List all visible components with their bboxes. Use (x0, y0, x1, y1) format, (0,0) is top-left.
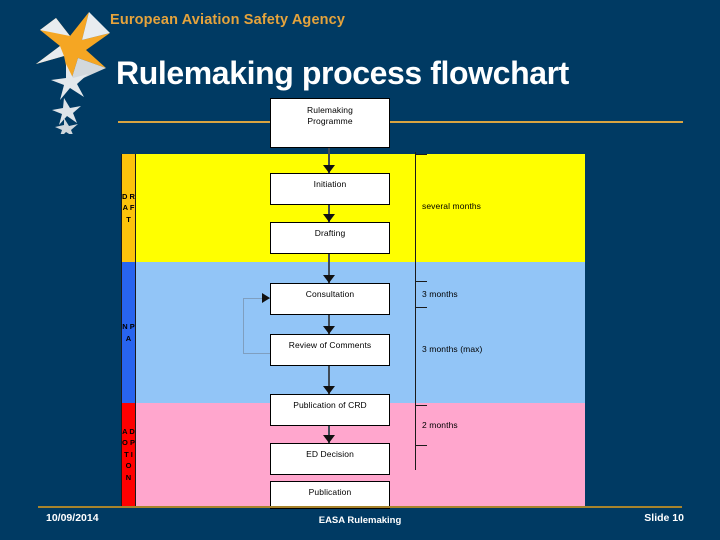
arrowhead-icon (323, 275, 335, 283)
page-title: Rulemaking process flowchart (116, 55, 569, 91)
footer-date: 10/09/2014 (46, 512, 99, 524)
flow-box-label: Publication of CRD (293, 400, 367, 410)
footer-subject: EASA Rulemaking (318, 515, 402, 526)
timeline-axis (415, 152, 416, 470)
flow-box-label: Consultation (305, 289, 355, 299)
arrowhead-icon (323, 214, 335, 222)
phase-stripe-adoption: A D O P T I O N (121, 403, 136, 506)
flow-box-label: Review of Comments (288, 340, 372, 350)
phase-label-npa: N P A (122, 322, 135, 343)
timeline-tick (415, 445, 427, 446)
organization-name: European Aviation Safety Agency (110, 12, 346, 28)
arrowhead-icon (323, 165, 335, 173)
flow-box-label-line1: Rulemaking (307, 105, 353, 115)
flow-box-publication[interactable]: Publication (270, 481, 390, 509)
timeline-tick (415, 281, 427, 282)
connector-drafting-consultation (328, 254, 330, 284)
flow-box-label: Publication (308, 487, 352, 497)
connector-review-crd (328, 366, 330, 395)
timeline-tick (415, 307, 427, 308)
easa-logo (36, 12, 110, 134)
flow-box-initiation[interactable]: Initiation (270, 173, 390, 205)
arrowhead-icon (323, 326, 335, 334)
feedback-arrowhead-icon (262, 293, 270, 303)
timeline-tick (415, 154, 427, 155)
phase-stripe-npa: N P A (121, 262, 136, 403)
timeline-label-three-months: 3 months (422, 289, 458, 299)
flow-box-publication-of-crd[interactable]: Publication of CRD (270, 394, 390, 426)
flow-box-consultation[interactable]: Consultation (270, 283, 390, 315)
flow-box-ed-decision[interactable]: ED Decision (270, 443, 390, 475)
phase-stripe-draft: D R A F T (121, 154, 136, 262)
arrowhead-icon (323, 386, 335, 394)
flow-box-rulemaking-programme[interactable]: Rulemaking Programme (270, 98, 390, 148)
timeline-label-two-months: 2 months (422, 420, 458, 430)
flow-box-label: ED Decision (306, 449, 354, 459)
feedback-loop-connector (243, 298, 272, 354)
header-divider (118, 121, 683, 123)
flow-box-drafting[interactable]: Drafting (270, 222, 390, 254)
phase-label-adoption: A D O P T I O N (122, 426, 135, 482)
timeline-tick (415, 405, 427, 406)
footer-slide-number: Slide 10 (644, 512, 684, 524)
flow-box-label: Drafting (314, 228, 346, 238)
timeline-label-three-months-max: 3 months (max) (422, 344, 483, 354)
flow-box-label-line2: Programme (307, 115, 353, 126)
timeline-label-several-months: several months (422, 201, 482, 211)
flow-box-review-of-comments[interactable]: Review of Comments (270, 334, 390, 366)
connector-consultation-review (328, 315, 330, 335)
connector-programme-initiation (328, 148, 330, 174)
phase-label-draft: D R A F T (122, 191, 135, 224)
flow-box-label: Initiation (313, 179, 347, 189)
footer-divider (38, 506, 682, 508)
arrowhead-icon (323, 435, 335, 443)
